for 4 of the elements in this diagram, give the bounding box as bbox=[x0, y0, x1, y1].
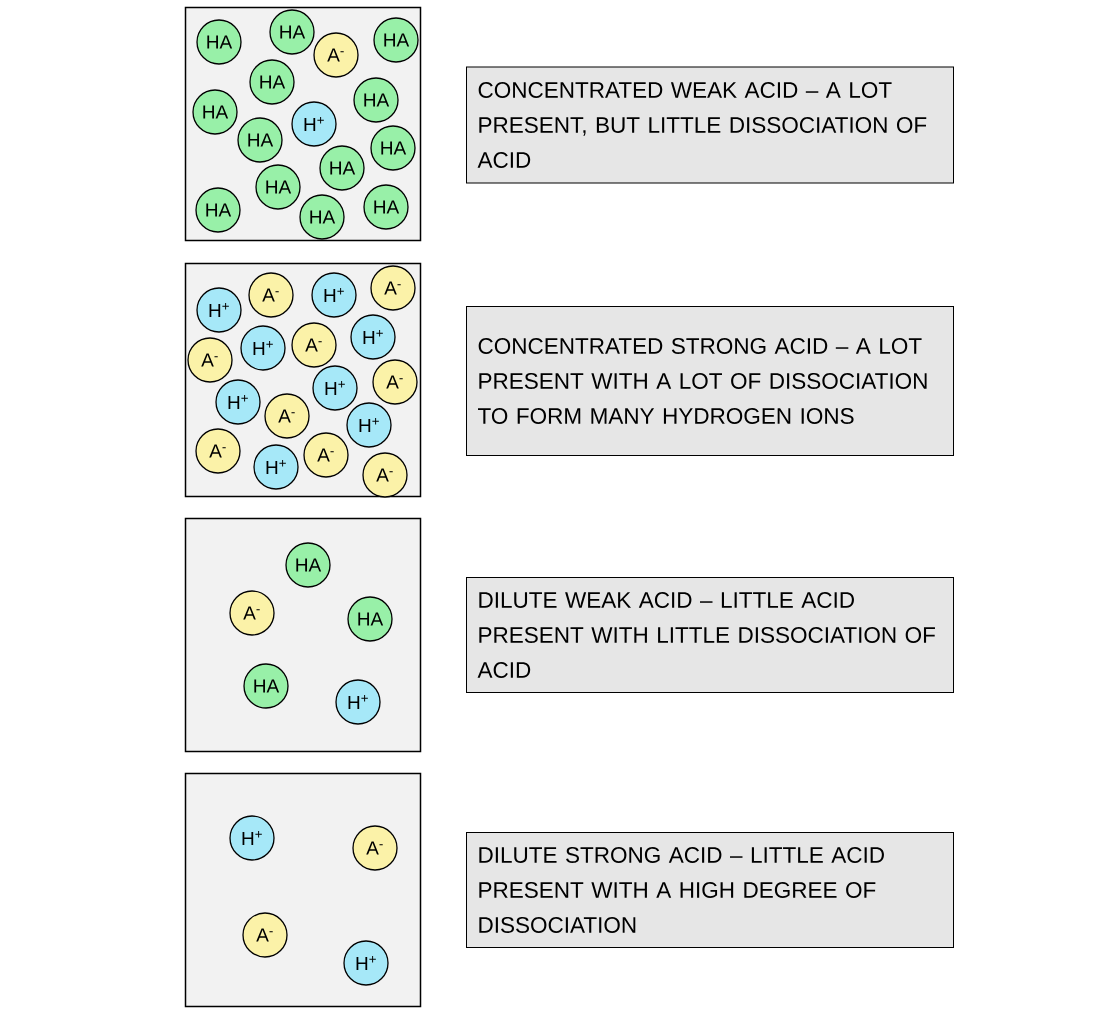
description-box: DILUTE WEAK ACID – LITTLE ACID PRESENT WITH LITTLE DISSOCIATION OF ACID bbox=[466, 577, 954, 693]
description-box: CONCENTRATED STRONG ACID – A LOT PRESENT WITH A LOT OF DISSOCIATION TO FORM MANY HYDROGEN IONS bbox=[466, 306, 954, 456]
description-box: CONCENTRATED WEAK ACID – A LOT PRESENT, BUT LITTLE DISSOCIATION OF ACID bbox=[466, 66, 954, 184]
description-box: DILUTE STRONG ACID – LITTLE ACID PRESENT WITH A HIGH DEGREE OF DISSOCIATION bbox=[466, 832, 954, 948]
